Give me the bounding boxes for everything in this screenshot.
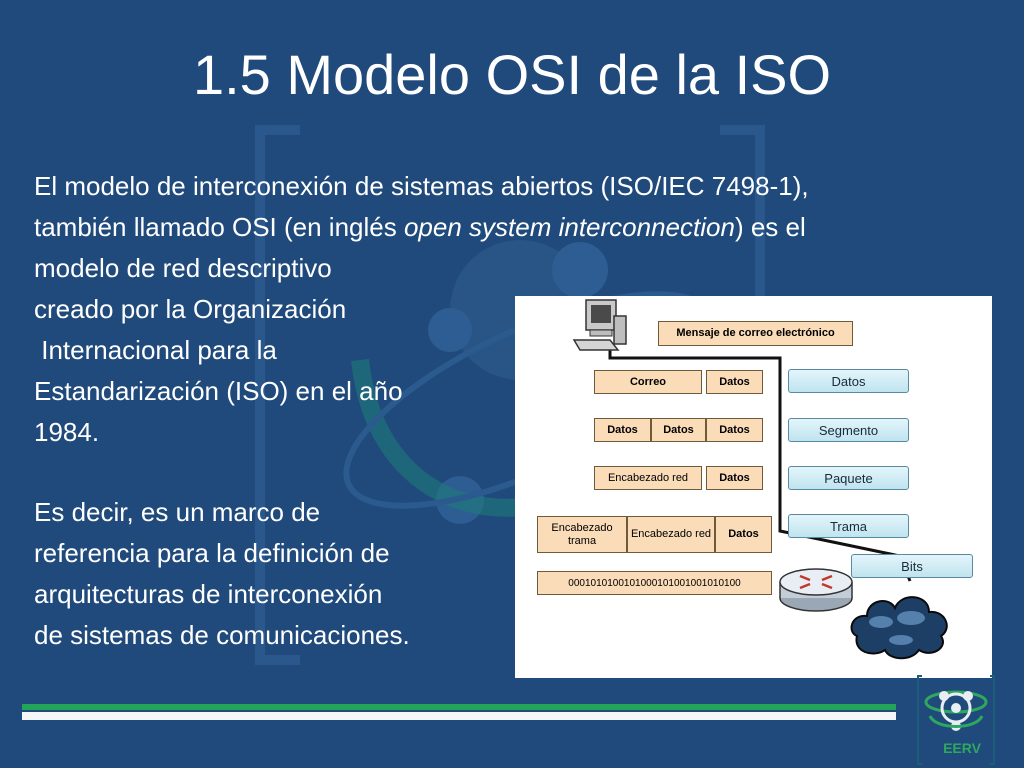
osi-encapsulation-diagram: Mensaje de correo electrónico Correo Dat… [515, 296, 992, 678]
data-cell: Datos [706, 418, 763, 442]
english-term: open system interconnection [403, 212, 735, 242]
layer-label-paquete: Paquete [788, 466, 909, 490]
bits-string-cell: 0001010100101000101001001010100 [537, 571, 772, 595]
text-line: referencia para la definición de [34, 538, 390, 568]
layer-label-bits: Bits [851, 554, 973, 578]
data-cell: Datos [706, 370, 763, 394]
text-line: también llamado OSI (en inglés open syst… [34, 207, 809, 248]
logo-label: EERV [943, 740, 981, 756]
text-line: arquitecturas de interconexión [34, 579, 383, 609]
footer-bar-green [22, 704, 896, 710]
text-line: Es decir, es un marco de [34, 497, 321, 527]
definition-paragraph: Es decir, es un marco de referencia para… [34, 492, 410, 656]
data-cell: Datos [594, 418, 651, 442]
text-segment: también llamado OSI (en inglés [34, 212, 404, 242]
eerv-logo-icon [917, 675, 995, 765]
layer-label-trama: Trama [788, 514, 909, 538]
frame-header-cell: Encabezado trama [537, 516, 627, 553]
footer-bar-white [22, 712, 896, 720]
text-line: creado por la Organización [34, 294, 347, 324]
text-line: Internacional para la [34, 335, 277, 365]
text-line: modelo de red descriptivo [34, 253, 332, 283]
data-cell: Datos [715, 516, 772, 553]
intro-paragraph: El modelo de interconexión de sistemas a… [34, 166, 809, 453]
layer-label-datos: Datos [788, 369, 909, 393]
mail-header-cell: Correo [594, 370, 702, 394]
email-message-box: Mensaje de correo electrónico [658, 321, 853, 346]
network-header-cell: Encabezado red [594, 466, 702, 490]
cloud-icon [850, 596, 948, 660]
router-icon [779, 568, 853, 612]
text-segment: ) es el [734, 212, 806, 242]
data-cell: Datos [651, 418, 706, 442]
text-line: 1984. [34, 417, 100, 447]
slide-title: 1.5 Modelo OSI de la ISO [192, 43, 832, 106]
text-line: El modelo de interconexión de sistemas a… [34, 171, 809, 201]
network-header-cell: Encabezado red [627, 516, 715, 553]
data-cell: Datos [706, 466, 763, 490]
layer-label-segmento: Segmento [788, 418, 909, 442]
computer-icon [572, 299, 627, 351]
text-line: de sistemas de comunicaciones. [34, 620, 410, 650]
text-line: Estandarización (ISO) en el año [34, 376, 403, 406]
